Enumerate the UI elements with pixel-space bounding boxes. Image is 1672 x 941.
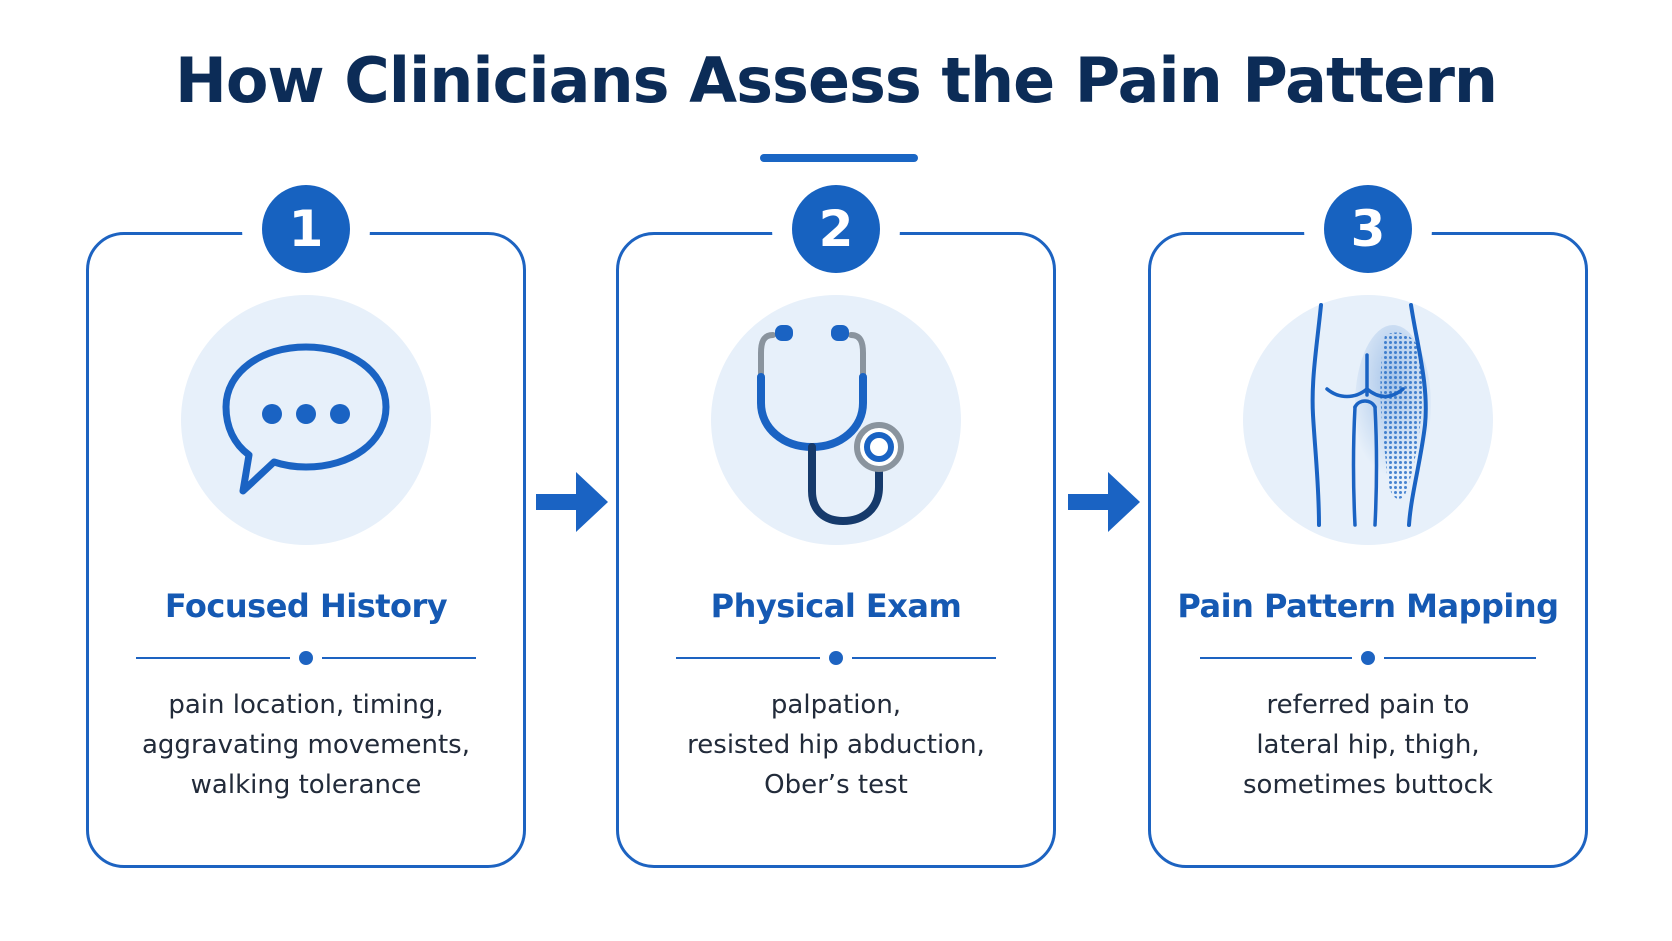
stethoscope-icon [757, 325, 904, 526]
step-1-line-2: aggravating movements, [142, 730, 470, 760]
step-1-line-1: pain location, timing, [168, 690, 444, 720]
step-2-line-1: palpation, [770, 690, 902, 720]
divider-1-left [136, 657, 290, 659]
step-3-line-1: referred pain to [1266, 690, 1470, 720]
divider-3-left [1200, 657, 1352, 659]
step-1-line-3: walking tolerance [190, 770, 422, 800]
step-2-line-3: Ober’s test [764, 770, 908, 800]
divider-3-right [1384, 657, 1536, 659]
step-title-1: Focused History [164, 587, 448, 625]
step-number-badge-1: 1 [262, 185, 350, 273]
icon-circle-1 [181, 295, 431, 545]
speech-bubble-icon [222, 343, 390, 495]
arrow-right-icon [536, 472, 608, 532]
step-title-2: Physical Exam [710, 587, 962, 625]
divider-2-dot [829, 651, 843, 665]
divider-2-left [676, 657, 820, 659]
step-3-line-2: lateral hip, thigh, [1256, 730, 1480, 760]
step-number-badge-2: 2 [792, 185, 880, 273]
divider-3-dot [1361, 651, 1375, 665]
step-title-3: Pain Pattern Mapping [1177, 587, 1559, 625]
divider-1-dot [299, 651, 313, 665]
icon-circle-3 [1243, 295, 1493, 545]
step-description-3: referred pain to lateral hip, thigh, som… [1168, 685, 1568, 805]
divider-1-right [322, 657, 476, 659]
title-underline [760, 154, 918, 162]
divider-2-right [852, 657, 996, 659]
page-title: How Clinicians Assess the Pain Pattern [174, 44, 1498, 117]
step-2-line-2: resisted hip abduction, [687, 730, 985, 760]
step-number-badge-3: 3 [1324, 185, 1412, 273]
arrow-right-icon [1068, 472, 1140, 532]
step-description-1: pain location, timing, aggravating movem… [106, 685, 506, 805]
hip-pain-map-icon [1310, 303, 1431, 527]
icon-circle-2 [711, 295, 961, 545]
step-3-line-3: sometimes buttock [1243, 770, 1493, 800]
step-description-2: palpation, resisted hip abduction, Ober’… [636, 685, 1036, 805]
